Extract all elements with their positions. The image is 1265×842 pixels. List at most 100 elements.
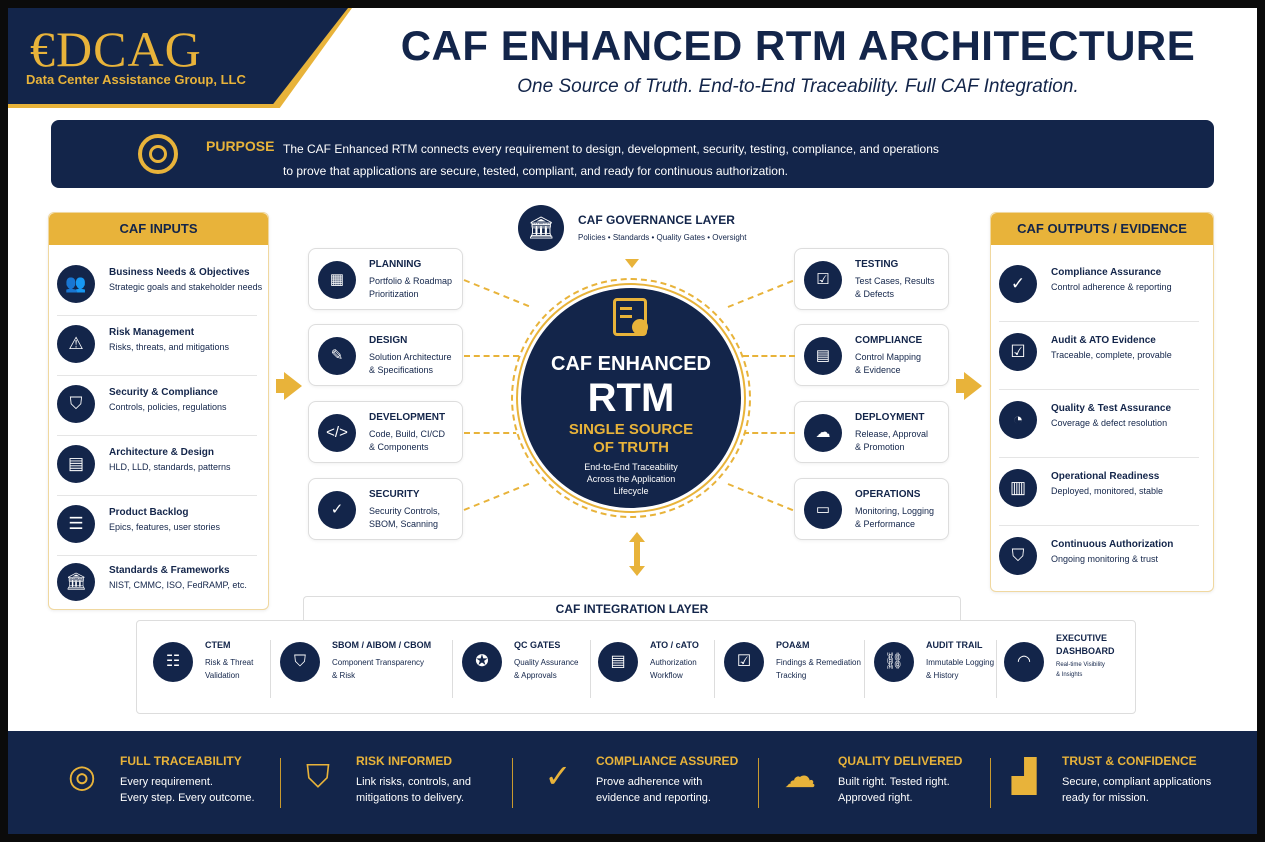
clipboard-check-icon: ☑: [999, 333, 1037, 371]
input-item-desc: Strategic goals and stakeholder needs: [109, 282, 263, 292]
input-item: ⚠ Risk Management Risks, threats, and mi…: [57, 321, 257, 375]
footer-item-trust: ▟ TRUST & CONFIDENCE Secure, compliant a…: [1002, 750, 1232, 820]
monitor-icon: ▭: [804, 491, 842, 529]
input-item: ⛉ Security & Compliance Controls, polici…: [57, 381, 257, 435]
clipboard-icon: ▦: [318, 261, 356, 299]
logo-mark: €DCAG: [30, 21, 202, 77]
phase-title: OPERATIONS: [855, 489, 921, 500]
connector-development: [464, 432, 519, 434]
phase-desc: Code, Build, CI/CD& Components: [369, 429, 446, 452]
phase-desc: Security Controls,SBOM, Scanning: [369, 506, 441, 529]
inputs-panel: CAF INPUTS 👥 Business Needs & Objectives…: [48, 212, 269, 610]
input-item: ▤ Architecture & Design HLD, LLD, standa…: [57, 441, 257, 495]
check-circle-icon: ✓: [544, 758, 572, 794]
phase-card-development: </> DEVELOPMENT Code, Build, CI/CD& Comp…: [308, 401, 463, 463]
phase-title: DEPLOYMENT: [855, 412, 925, 423]
output-item-desc: Coverage & defect resolution: [1051, 418, 1168, 428]
backlog-icon: ☰: [57, 505, 95, 543]
warning-icon: ⚠: [57, 325, 95, 363]
input-item-desc: HLD, LLD, standards, patterns: [109, 462, 231, 472]
rtm-hub: [521, 288, 741, 508]
input-item-title: Standards & Frameworks: [109, 565, 230, 576]
output-arrow-stem: [956, 379, 964, 393]
output-item: ☑ Audit & ATO Evidence Traceable, comple…: [999, 329, 1199, 383]
arrow-stem: [634, 541, 640, 567]
badge-icon: ✪: [462, 642, 502, 682]
purpose-banner: [51, 120, 1214, 188]
connector-deployment: [743, 432, 795, 434]
connector-security: [463, 482, 530, 511]
code-icon: </>: [318, 414, 356, 452]
phase-title: DEVELOPMENT: [369, 412, 446, 423]
shield-icon: ⛉: [280, 642, 320, 682]
bar-chart-icon: ▥: [999, 469, 1037, 507]
footer-item-compliance: ✓ COMPLIANCE ASSURED Prove adherence wit…: [536, 750, 756, 820]
purpose-text: The CAF Enhanced RTM connects every requ…: [283, 138, 983, 182]
phase-desc: Monitoring, Logging& Performance: [855, 506, 935, 529]
inputs-title: CAF INPUTS: [49, 213, 268, 245]
people-icon: 👥: [57, 265, 95, 303]
phase-desc: Control Mapping& Evidence: [855, 352, 922, 375]
input-item: 🏛 Standards & Frameworks NIST, CMMC, ISO…: [57, 559, 257, 613]
input-item-desc: Epics, features, user stories: [109, 522, 221, 532]
output-item: ▥ Operational Readiness Deployed, monito…: [999, 465, 1199, 519]
arrow-up-icon: [629, 532, 645, 542]
purpose-line-1: The CAF Enhanced RTM connects every requ…: [283, 142, 939, 156]
input-item: 👥 Business Needs & Objectives Strategic …: [57, 261, 262, 315]
shield-check-icon: ✓: [318, 491, 356, 529]
link-icon: ⛓: [874, 642, 914, 682]
pie-chart-icon: ◔: [999, 401, 1037, 439]
footer-item-traceability: ◎ FULL TRACEABILITY Every requirement.Ev…: [60, 750, 280, 820]
integration-item-audit-trail: ⛓ AUDIT TRAIL Immutable Logging& History: [874, 638, 994, 698]
phase-card-design: ✎ DESIGN Solution Architecture& Specific…: [308, 324, 463, 386]
shield-check-icon: ⛉: [305, 758, 330, 794]
phase-title: COMPLIANCE: [855, 335, 923, 346]
output-item-title: Operational Readiness: [1051, 471, 1160, 482]
output-item-title: Audit & ATO Evidence: [1051, 335, 1156, 346]
document-icon: ▤: [57, 445, 95, 483]
connector-design: [464, 355, 519, 357]
output-item-title: Quality & Test Assurance: [1051, 403, 1172, 414]
pencil-icon: ✎: [318, 337, 356, 375]
output-item-desc: Deployed, monitored, stable: [1051, 486, 1164, 496]
shield-check-icon: ✓: [999, 265, 1037, 303]
output-item: ✓ Compliance Assurance Control adherence…: [999, 261, 1199, 315]
output-item: ◔ Quality & Test Assurance Coverage & de…: [999, 397, 1199, 451]
integration-tab: [303, 596, 961, 620]
input-arrow-stem: [276, 379, 284, 393]
output-item-desc: Ongoing monitoring & trust: [1051, 554, 1159, 564]
document-icon: ▤: [598, 642, 638, 682]
input-item-title: Product Backlog: [109, 507, 189, 518]
input-item-title: Risk Management: [109, 327, 195, 338]
page-subtitle: One Source of Truth. End-to-End Traceabi…: [517, 76, 1079, 97]
input-item-desc: Controls, policies, regulations: [109, 402, 227, 412]
page-title: CAF ENHANCED RTM ARCHITECTURE: [400, 22, 1196, 69]
governance-arrow-icon: [625, 259, 639, 268]
phase-desc: Solution Architecture& Specifications: [369, 352, 452, 375]
integration-item-qc-gates: ✪ QC GATES Quality Assurance& Approvals: [462, 638, 582, 698]
output-item-desc: Traceable, complete, provable: [1051, 350, 1172, 360]
phase-title: TESTING: [855, 259, 899, 270]
phase-card-security: ✓ SECURITY Security Controls,SBOM, Scann…: [308, 478, 463, 540]
input-item-desc: NIST, CMMC, ISO, FedRAMP, etc.: [109, 580, 247, 590]
phase-card-compliance: ▤ COMPLIANCE Control Mapping& Evidence: [794, 324, 949, 386]
connector-operations: [727, 483, 794, 512]
document-shield-icon: ▤: [804, 337, 842, 375]
phase-title: DESIGN: [369, 335, 408, 346]
output-item-title: Compliance Assurance: [1051, 267, 1162, 278]
target-icon: ◎: [68, 758, 96, 794]
hub-title: CAF ENHANCED: [551, 353, 711, 375]
shield-lock-icon: ⛉: [999, 537, 1037, 575]
input-item-title: Security & Compliance: [109, 387, 218, 398]
phase-card-testing: ☑ TESTING Test Cases, Results& Defects: [794, 248, 949, 310]
cloud-upload-icon: ☁: [804, 414, 842, 452]
purpose-label: PURPOSE: [206, 138, 275, 154]
governance-subtitle: Policies • Standards • Quality Gates • O…: [578, 233, 747, 242]
